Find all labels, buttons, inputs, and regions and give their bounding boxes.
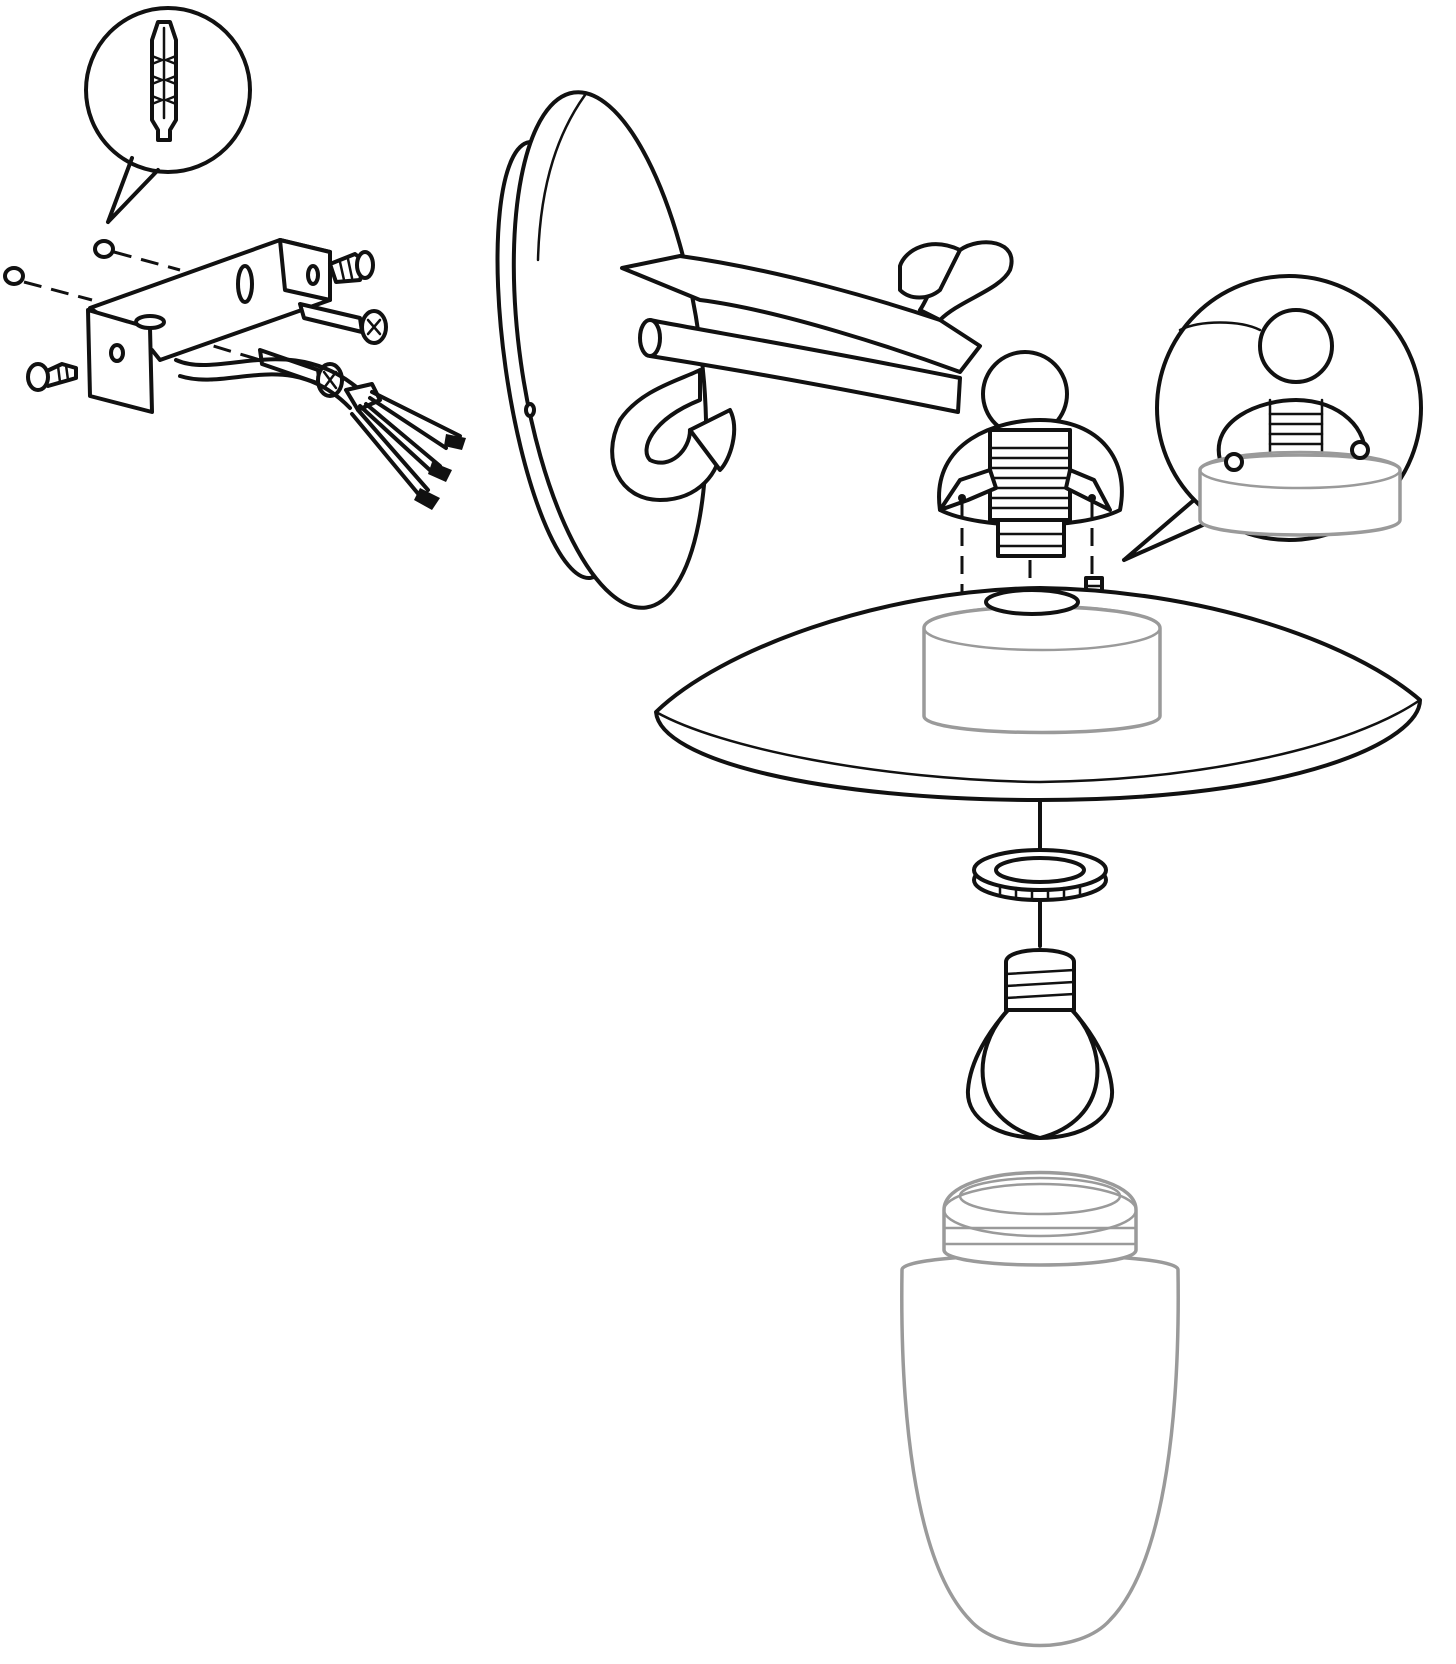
wall-plate [495, 90, 709, 610]
light-bulb-icon [965, 948, 1115, 1140]
detail-callout [1122, 274, 1423, 562]
lamp-shade [654, 586, 1422, 802]
screw-icon [298, 302, 388, 345]
lamp-arm [610, 240, 1069, 502]
wall-plug-icon [150, 20, 178, 142]
mounting-kit [3, 6, 466, 510]
screw-icon [26, 362, 78, 392]
screw-icon [328, 250, 375, 284]
wall-plug-end [3, 266, 25, 286]
ring-nut [972, 848, 1108, 902]
power-cable [174, 357, 466, 510]
wall-plug-callout [84, 6, 252, 224]
glass-diffuser [900, 1170, 1180, 1648]
socket-holder [937, 418, 1124, 558]
mounting-bracket [86, 238, 332, 414]
wall-plug-end [93, 239, 115, 259]
